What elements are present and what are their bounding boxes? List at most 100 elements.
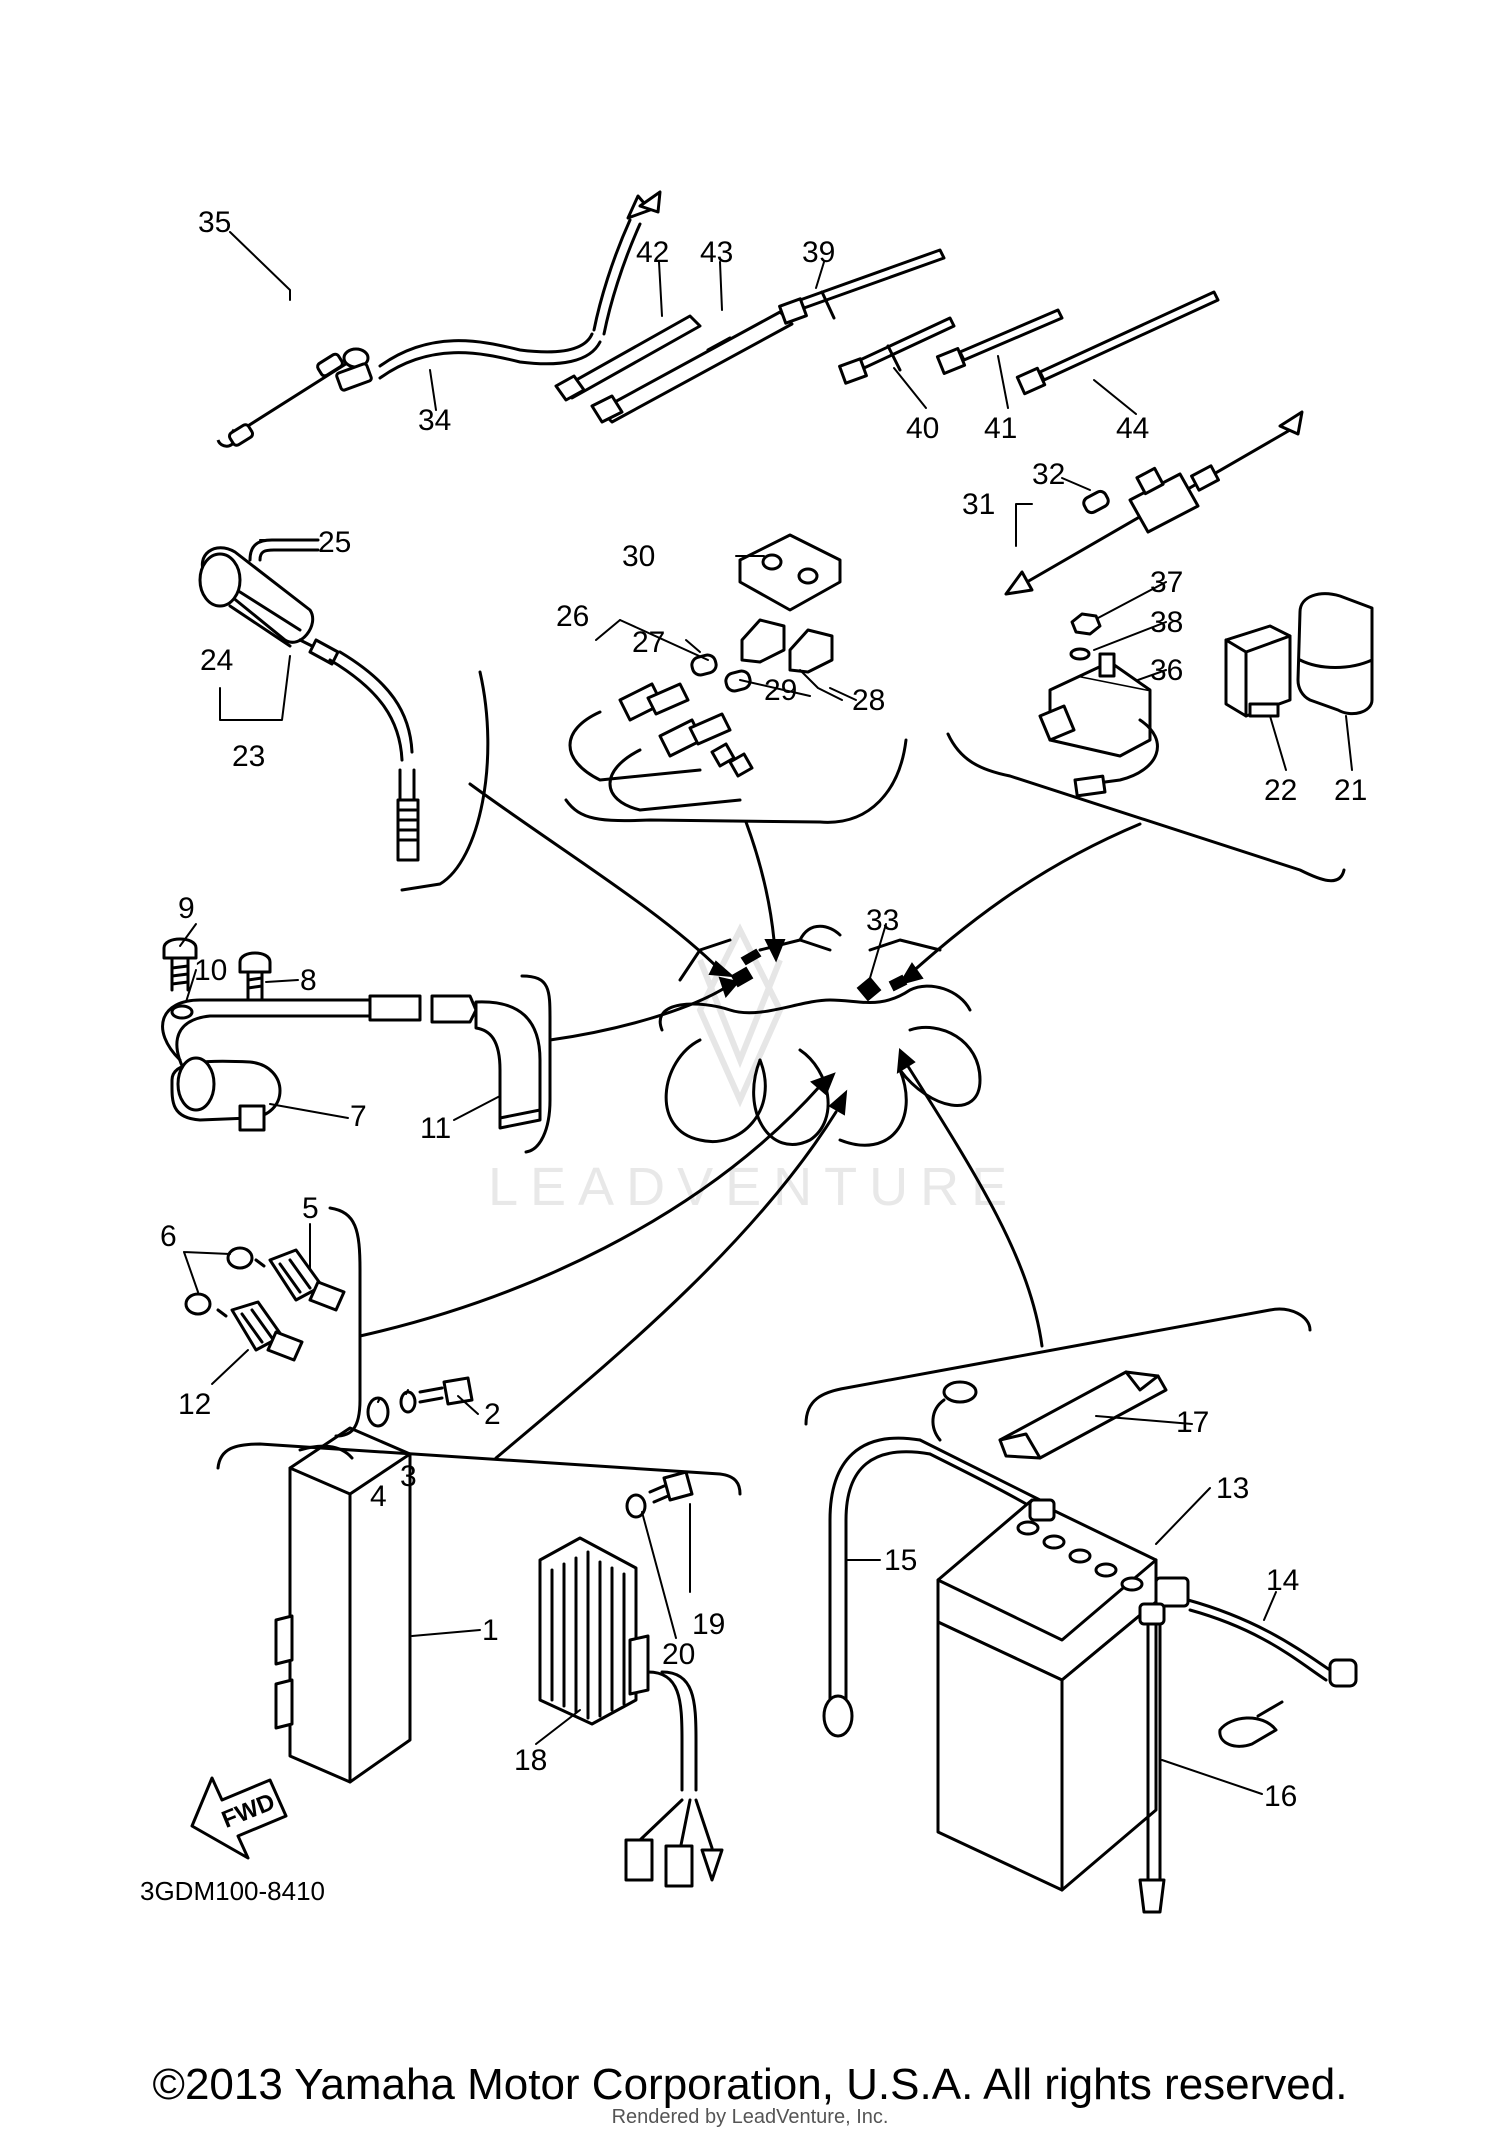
fwd-arrow: FWD: [190, 1776, 288, 1860]
relay-22[interactable]: [1224, 624, 1292, 718]
lead-35[interactable]: [216, 347, 370, 448]
callout-30: 30: [622, 540, 655, 573]
diagram-code: 3GDM100-8410: [140, 1876, 325, 1906]
cdi-unit-1[interactable]: [274, 1426, 412, 1784]
wire-25[interactable]: [248, 538, 320, 562]
bracket-30[interactable]: [738, 533, 842, 612]
callout-9: 9: [178, 892, 195, 925]
callout-18: 18: [514, 1744, 547, 1777]
cover-21[interactable]: [1296, 592, 1374, 716]
callout-5: 5: [302, 1192, 319, 1225]
callout-28: 28: [852, 684, 885, 717]
callout-41: 41: [984, 412, 1017, 445]
rendered-by-notice: Rendered by LeadVenture, Inc.: [611, 2106, 889, 2128]
callout-10: 10: [194, 954, 227, 987]
callout-17: 17: [1176, 1406, 1209, 1439]
plug-cap-11[interactable]: [430, 994, 542, 1130]
callout-1: 1: [482, 1614, 499, 1647]
spark-plug-5[interactable]: [254, 1248, 346, 1312]
callout-26: 26: [556, 600, 589, 633]
battery-band-17[interactable]: [998, 1370, 1168, 1460]
callout-8: 8: [300, 964, 317, 997]
callout-44: 44: [1116, 412, 1149, 445]
callout-2: 2: [484, 1398, 501, 1431]
battery-lead-14[interactable]: [1186, 1598, 1358, 1748]
callout-43: 43: [700, 236, 733, 269]
nut-37[interactable]: [1070, 612, 1102, 636]
bolt-19[interactable]: [648, 1470, 694, 1504]
callout-39: 39: [802, 236, 835, 269]
callout-6: 6: [160, 1220, 177, 1253]
washer-3[interactable]: [399, 1390, 417, 1414]
callout-42: 42: [636, 236, 669, 269]
starter-relay-36[interactable]: [1038, 652, 1159, 798]
callout-40: 40: [906, 412, 939, 445]
callout-31: 31: [962, 488, 995, 521]
washer-10[interactable]: [170, 1004, 194, 1020]
washer-4[interactable]: [366, 1396, 390, 1428]
callout-27: 27: [632, 626, 665, 659]
callout-22: 22: [1264, 774, 1297, 807]
copyright-notice: ©2013 Yamaha Motor Corporation, U.S.A. A…: [152, 2060, 1348, 2109]
gasket-6[interactable]: [184, 1246, 254, 1316]
group-bracket-left-top: [400, 670, 735, 978]
callout-3: 3: [400, 1460, 417, 1493]
callout-24: 24: [200, 644, 233, 677]
callout-36: 36: [1150, 654, 1183, 687]
bolt-8[interactable]: [238, 951, 272, 1002]
cable-tie-44[interactable]: [1015, 290, 1220, 396]
callout-34: 34: [418, 404, 451, 437]
callout-23: 23: [232, 740, 265, 773]
watermark-text: LEADVENTURE: [488, 1157, 1019, 1217]
callout-4: 4: [370, 1480, 387, 1513]
callout-labels: 35 34 42 43 39 40 41 44 31 32 37 38 36 2…: [160, 206, 1367, 1813]
fuse-holder-26[interactable]: [568, 682, 754, 812]
band-43[interactable]: [590, 310, 794, 424]
group-bracket-center-top: [564, 738, 908, 963]
callout-11: 11: [420, 1112, 451, 1145]
cable-tie-40[interactable]: [838, 316, 956, 385]
callout-33: 33: [866, 904, 899, 937]
breather-pipe-16[interactable]: [1138, 1602, 1166, 1914]
callout-35: 35: [198, 206, 231, 239]
callout-16: 16: [1264, 1780, 1297, 1813]
callout-20: 20: [662, 1638, 695, 1671]
callout-19: 19: [692, 1608, 725, 1641]
watermark: LEADVENTURE: [488, 923, 1019, 1217]
callout-leaders: [179, 231, 1353, 1795]
fuse-27[interactable]: [690, 653, 718, 677]
callout-29: 29: [764, 674, 797, 707]
washer-38[interactable]: [1069, 647, 1091, 661]
callout-7: 7: [350, 1100, 367, 1133]
band-42[interactable]: [554, 314, 702, 402]
group-bracket-bottom-left: [216, 1089, 848, 1496]
spark-plug-12[interactable]: [216, 1300, 304, 1362]
callout-12: 12: [178, 1388, 211, 1421]
regulator-18[interactable]: [538, 1536, 724, 1888]
group-bracket-right-top: [897, 732, 1346, 986]
callout-15: 15: [884, 1544, 917, 1577]
breather-hose-15[interactable]: [822, 1380, 1042, 1738]
bolt-2[interactable]: [418, 1376, 474, 1406]
callout-13: 13: [1216, 1472, 1249, 1505]
callout-37: 37: [1150, 566, 1183, 599]
spark-cap-23[interactable]: [198, 546, 420, 862]
callout-25: 25: [318, 526, 351, 559]
cable-tie-41[interactable]: [935, 308, 1064, 375]
washer-20[interactable]: [625, 1493, 647, 1519]
group-bracket-plugs: [328, 1072, 836, 1438]
hose-34[interactable]: [335, 190, 662, 392]
callout-21: 21: [1334, 774, 1367, 807]
ignition-coil-7[interactable]: [161, 994, 422, 1132]
battery-13[interactable]: [936, 1498, 1190, 1892]
callout-14: 14: [1266, 1564, 1299, 1597]
switch-31[interactable]: [1004, 410, 1304, 596]
cap-28[interactable]: [740, 618, 834, 674]
callout-32: 32: [1032, 458, 1065, 491]
group-bracket-bottom-right: [804, 1047, 1312, 1426]
fuse-29[interactable]: [724, 669, 752, 693]
bolt-9[interactable]: [162, 937, 198, 992]
cable-tie-39[interactable]: [778, 248, 946, 325]
group-bracket-ignition: [520, 974, 740, 1154]
